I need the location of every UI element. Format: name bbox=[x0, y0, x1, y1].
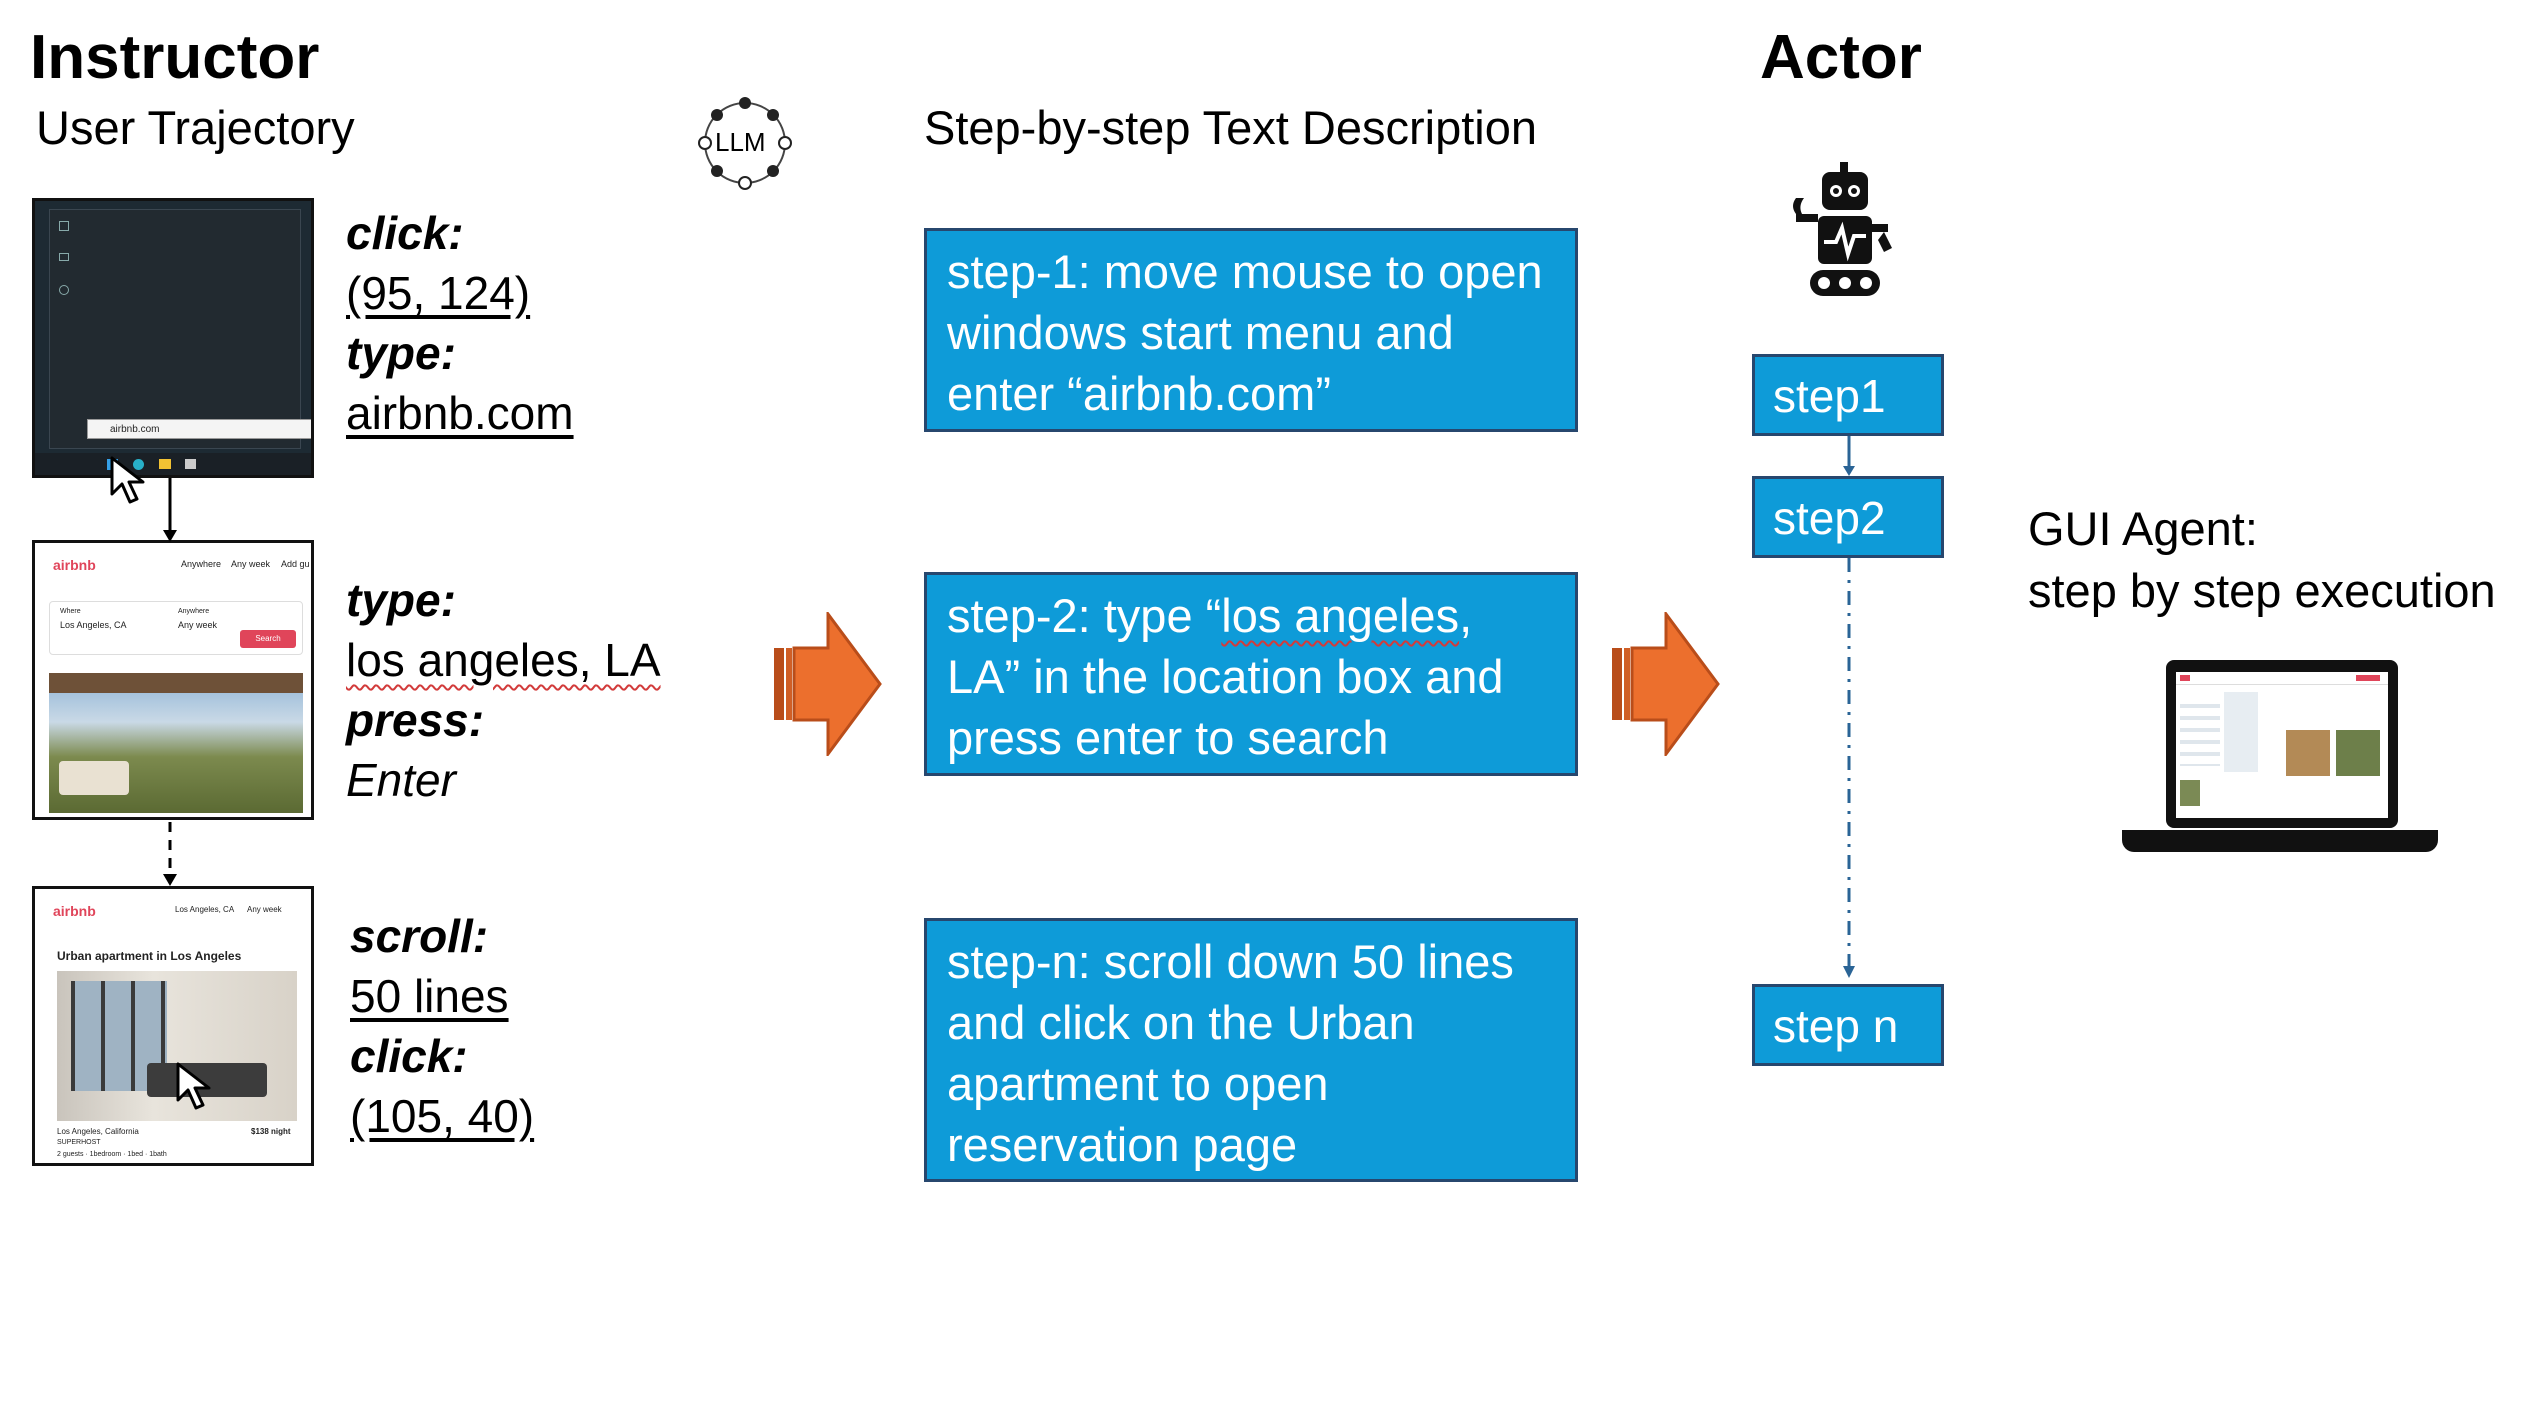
superhost-badge: SUPERHOST bbox=[57, 1139, 101, 1146]
llm-icon: LLM bbox=[693, 93, 797, 193]
description-step-1: step-1: move mouse to open windows start… bbox=[924, 228, 1578, 432]
actor-step-n: step n bbox=[1752, 984, 1944, 1066]
nav-any-week: Any week bbox=[231, 559, 271, 569]
arrow-right-icon-2 bbox=[1612, 612, 1720, 756]
airbnb-logo: airbnb bbox=[53, 557, 96, 573]
folder-icon bbox=[159, 459, 171, 469]
edge-icon bbox=[133, 459, 144, 470]
description-title: Step-by-step Text Description bbox=[924, 101, 1538, 154]
action-value: (95, 124) bbox=[346, 267, 531, 319]
doc-icon bbox=[59, 253, 69, 261]
arrow-right-icon bbox=[774, 612, 882, 756]
nav-location: Los Angeles, CA bbox=[175, 905, 235, 914]
actor-step-1: step1 bbox=[1752, 354, 1944, 436]
listing-title: Urban apartment in Los Angeles bbox=[57, 949, 242, 963]
actor-step-connectors bbox=[1843, 436, 1855, 978]
actions-step-1: click: (95, 124) type: airbnb.com bbox=[346, 203, 574, 443]
action-value: (105, 40) bbox=[350, 1090, 535, 1142]
step2-text-rest: , LA” in the location box and press ente… bbox=[947, 589, 1504, 764]
nav-add-guests: Add gu bbox=[281, 559, 310, 569]
when-value: Any week bbox=[178, 620, 218, 630]
robot-icon bbox=[1793, 162, 1892, 296]
action-value: airbnb.com bbox=[346, 387, 574, 439]
thumbnail-start-menu: airbnb.com bbox=[32, 198, 314, 478]
action-verb: click: bbox=[350, 1030, 468, 1082]
action-value: 50 lines bbox=[350, 970, 509, 1022]
airbnb-logo-2: airbnb bbox=[53, 903, 96, 919]
user-icon bbox=[59, 221, 69, 231]
user-trajectory-label: User Trajectory bbox=[36, 101, 355, 154]
search-form: Where Los Angeles, CA Anywhere Any week … bbox=[49, 601, 303, 655]
where-value: Los Angeles, CA bbox=[60, 620, 127, 630]
action-verb: scroll: bbox=[350, 910, 489, 962]
screen-photo-2 bbox=[2336, 730, 2380, 776]
nav-anywhere: Anywhere bbox=[181, 559, 222, 569]
start-menu-panel bbox=[49, 209, 301, 449]
actor-title: Actor bbox=[1760, 23, 1922, 92]
taskbar bbox=[35, 453, 311, 475]
screen-photo-3 bbox=[2180, 780, 2200, 806]
actions-step-n: scroll: 50 lines click: (105, 40) bbox=[350, 906, 534, 1146]
settings-icon bbox=[59, 285, 69, 295]
laptop-lid bbox=[2166, 660, 2398, 828]
step2-location: los angeles bbox=[1221, 589, 1460, 642]
start-search-box: airbnb.com bbox=[87, 419, 311, 439]
start-search-text: airbnb.com bbox=[110, 424, 160, 435]
screen-photo-1 bbox=[2286, 730, 2330, 776]
action-value: Enter bbox=[346, 754, 456, 806]
laptop-icon bbox=[2122, 660, 2438, 880]
gui-agent-label: GUI Agent: bbox=[2028, 502, 2258, 555]
search-button: Search bbox=[240, 630, 296, 648]
patio-sofa bbox=[59, 761, 129, 795]
screen-panel bbox=[2224, 692, 2258, 772]
action-verb: press: bbox=[346, 694, 485, 746]
screen-button bbox=[2356, 675, 2380, 681]
listing-price: $138 night bbox=[251, 1127, 291, 1136]
screen-list bbox=[2180, 696, 2220, 766]
when-label: Anywhere bbox=[178, 608, 210, 615]
thumbnail-listing: airbnb Los Angeles, CA Any week Urban ap… bbox=[32, 886, 314, 1166]
step2-text: step-2: type “ bbox=[947, 589, 1222, 642]
action-verb: type: bbox=[346, 574, 456, 626]
laptop-screen bbox=[2176, 672, 2388, 818]
gui-agent-caption: GUI Agent: step by step execution bbox=[2028, 498, 2496, 622]
actions-step-2: type: los angeles, LA press: Enter bbox=[346, 570, 661, 810]
description-step-n: step-n: scroll down 50 lines and click o… bbox=[924, 918, 1578, 1182]
laptop-base bbox=[2122, 830, 2438, 852]
listing-location: Los Angeles, California bbox=[57, 1127, 139, 1136]
thumbnail-airbnb-search: airbnb Anywhere Any week Add gu Where Lo… bbox=[32, 540, 314, 820]
action-verb: click: bbox=[346, 207, 464, 259]
listing-photo bbox=[49, 673, 303, 813]
listing-details: 2 guests · 1bedroom · 1bed · 1bath bbox=[57, 1151, 167, 1158]
action-value: los angeles, LA bbox=[346, 634, 661, 686]
where-label: Where bbox=[60, 608, 81, 615]
mouse-cursor-icon bbox=[110, 456, 150, 511]
screen-logo bbox=[2180, 675, 2190, 681]
sofa bbox=[147, 1063, 267, 1097]
screen-header bbox=[2176, 672, 2388, 685]
mouse-cursor-icon-2 bbox=[176, 1062, 216, 1117]
action-verb: type: bbox=[346, 327, 456, 379]
description-step-2: step-2: type “los angeles, LA” in the lo… bbox=[924, 572, 1578, 776]
thumbnail-connectors bbox=[163, 478, 177, 886]
mail-icon bbox=[185, 459, 196, 469]
gui-agent-description: step by step execution bbox=[2028, 564, 2496, 617]
pergola bbox=[49, 673, 303, 693]
nav-week: Any week bbox=[247, 905, 282, 914]
actor-step-2: step2 bbox=[1752, 476, 1944, 558]
llm-label: LLM bbox=[715, 127, 766, 157]
instructor-title: Instructor bbox=[30, 23, 320, 92]
